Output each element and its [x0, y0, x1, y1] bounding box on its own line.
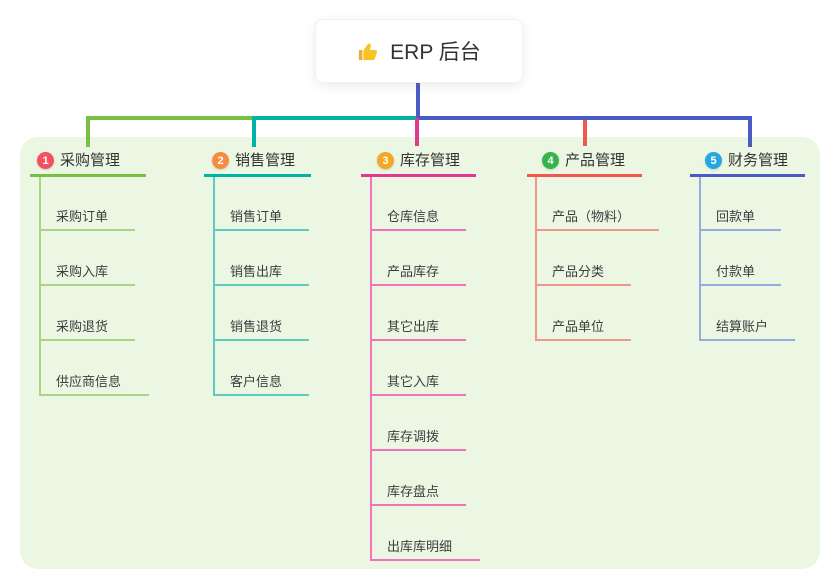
node-underline — [535, 339, 631, 341]
node-other-inbound[interactable]: 其它入库 — [387, 374, 440, 389]
drop-line-branch-3 — [415, 118, 419, 146]
children-vline — [535, 177, 537, 340]
node-stock-count[interactable]: 库存盘点 — [387, 484, 440, 499]
node-product-category[interactable]: 产品分类 — [552, 264, 605, 279]
node-sales-return[interactable]: 销售退货 — [230, 319, 283, 334]
children-vline — [213, 177, 215, 395]
branch-product-mgmt[interactable]: 产品管理 — [565, 152, 626, 169]
node-sales-order[interactable]: 销售订单 — [230, 209, 283, 224]
node-underline — [213, 284, 309, 286]
node-underline — [370, 284, 466, 286]
node-purchase-inbound[interactable]: 采购入库 — [56, 264, 109, 279]
node-product-unit[interactable]: 产品单位 — [552, 319, 605, 334]
node-stock-transfer[interactable]: 库存调拨 — [387, 429, 440, 444]
node-underline — [213, 394, 309, 396]
drop-line-branch-4 — [583, 120, 587, 146]
branch-sales-mgmt[interactable]: 销售管理 — [235, 152, 296, 169]
node-underline — [213, 339, 309, 341]
node-warehouse-info[interactable]: 仓库信息 — [387, 209, 440, 224]
node-sales-outbound[interactable]: 销售出库 — [230, 264, 283, 279]
connector-horizontal-teal — [252, 116, 416, 120]
branch-underline — [204, 174, 311, 177]
branch-purchase-mgmt[interactable]: 采购管理 — [60, 152, 121, 169]
node-underline — [213, 229, 309, 231]
branch-underline — [361, 174, 476, 177]
node-underline — [370, 339, 466, 341]
node-product-stock[interactable]: 产品库存 — [387, 264, 440, 279]
drop-line-branch-2 — [252, 120, 256, 147]
node-payment-bill[interactable]: 付款单 — [716, 264, 756, 279]
thumbs-up-icon — [357, 40, 380, 63]
drop-line-branch-1 — [86, 120, 90, 147]
node-underline — [370, 559, 480, 561]
branch-number-badge: 2 — [212, 152, 229, 169]
node-settlement-account[interactable]: 结算账户 — [716, 319, 769, 334]
children-vline — [39, 177, 41, 395]
node-underline — [39, 229, 135, 231]
connector-horizontal-blue — [416, 116, 752, 120]
node-underline — [370, 504, 466, 506]
node-underline — [370, 449, 466, 451]
branch-underline — [30, 174, 146, 177]
root-title: ERP 后台 — [390, 41, 481, 64]
mindmap-panel — [20, 137, 820, 569]
node-other-outbound[interactable]: 其它出库 — [387, 319, 440, 334]
children-vline — [699, 177, 701, 340]
node-underline — [699, 339, 795, 341]
node-receipt-bill[interactable]: 回款单 — [716, 209, 756, 224]
branch-finance-mgmt[interactable]: 财务管理 — [728, 152, 789, 169]
branch-underline — [690, 174, 805, 177]
branch-number-badge: 1 — [37, 152, 54, 169]
node-purchase-return[interactable]: 采购退货 — [56, 319, 109, 334]
branch-number-badge: 5 — [705, 152, 722, 169]
node-purchase-order[interactable]: 采购订单 — [56, 209, 109, 224]
node-customer-info[interactable]: 客户信息 — [230, 374, 283, 389]
node-supplier-info[interactable]: 供应商信息 — [56, 374, 122, 389]
node-underline — [39, 339, 135, 341]
root-node[interactable]: ERP 后台 — [315, 19, 523, 83]
node-underline — [39, 284, 135, 286]
branch-inventory-mgmt[interactable]: 库存管理 — [400, 152, 461, 169]
node-underline — [39, 394, 149, 396]
node-underline — [699, 229, 781, 231]
node-underline — [699, 284, 781, 286]
branch-number-badge: 4 — [542, 152, 559, 169]
node-product-material[interactable]: 产品（物料） — [552, 209, 631, 224]
node-underline — [535, 284, 631, 286]
node-underline — [370, 394, 466, 396]
connector-horizontal-green — [86, 116, 254, 120]
branch-number-badge: 3 — [377, 152, 394, 169]
node-underline — [535, 229, 659, 231]
node-outbound-detail[interactable]: 出库库明细 — [387, 539, 453, 554]
root-connector-line — [416, 83, 420, 118]
drop-line-branch-5 — [748, 120, 752, 147]
node-underline — [370, 229, 466, 231]
branch-underline — [527, 174, 642, 177]
children-vline — [370, 177, 372, 560]
